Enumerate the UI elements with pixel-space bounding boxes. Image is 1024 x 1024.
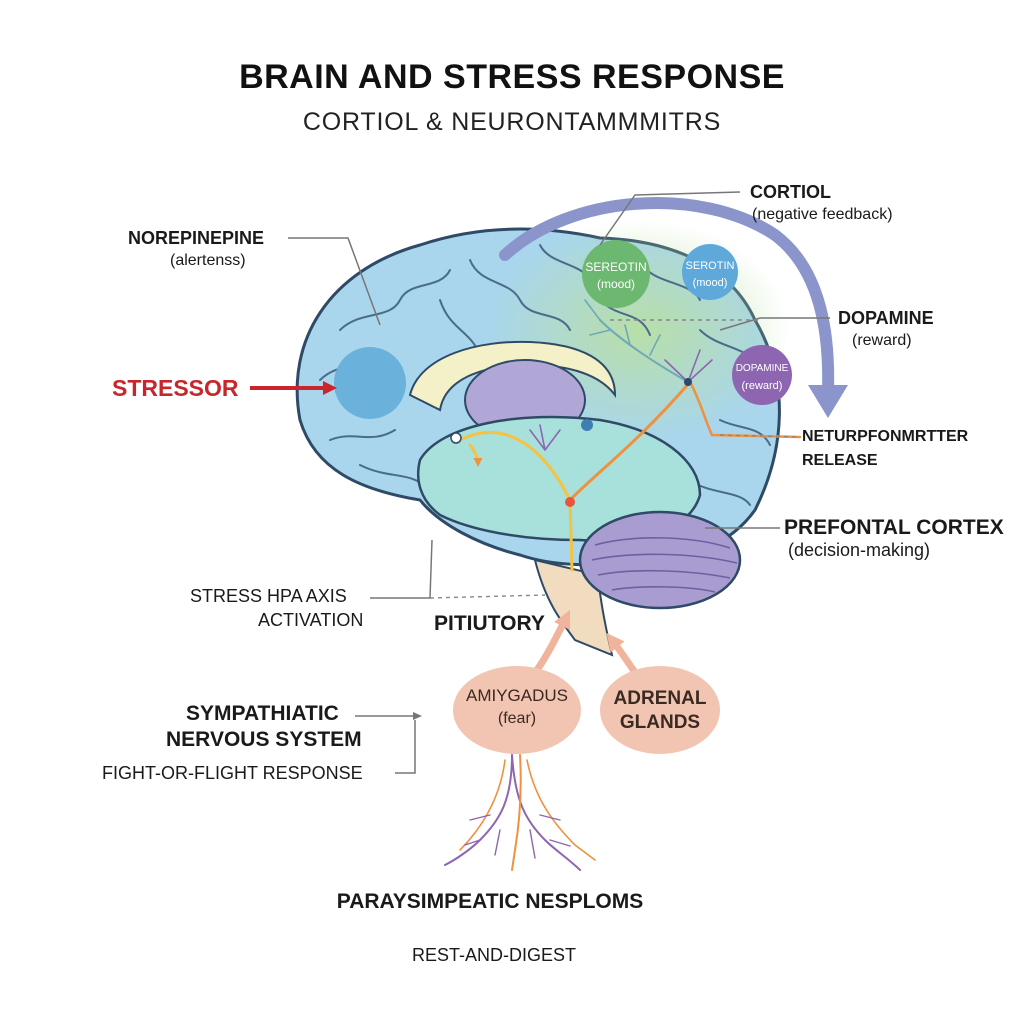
hpa-axis-label-line2: ACTIVATION	[258, 610, 364, 630]
adrenal-note: GLANDS	[619, 712, 701, 733]
amygdala-name: AMIYGADUS	[465, 686, 569, 705]
neuron-node-thalamus	[450, 432, 462, 444]
amygdala-note: (fear)	[497, 710, 537, 727]
cortisol-feedback-arrowhead	[808, 385, 848, 418]
serotonin-2-note: (mood)	[692, 277, 728, 289]
neural-pathways	[458, 299, 802, 572]
rest-and-digest-label: REST-AND-DIGEST	[411, 945, 576, 965]
amygdala-node	[453, 666, 581, 754]
hpa-axis-label-line1: STRESS HPA AXIS	[190, 586, 347, 606]
sympathetic-label-line2: NERVOUS SYSTEM	[166, 728, 362, 751]
cerebellum	[578, 510, 742, 610]
dopamine-node-note: (reward)	[741, 380, 783, 392]
nt-release-label-line1: NETURPFONMRTTER	[802, 428, 969, 445]
parasympathetic-label: PARAYSIMPEATIC NESPLOMS	[336, 890, 644, 913]
cortisol-label: CORTIOL	[750, 182, 831, 202]
diagram-subtitle: CORTIOL & NEURONTAMMMITRS	[302, 108, 722, 136]
neuron-node-dopamine	[684, 378, 692, 386]
leader-lines	[288, 191, 830, 774]
serotonin-node-2	[682, 244, 738, 300]
dopamine-label: DOPAMINE	[838, 308, 934, 328]
nt-release-label-line2: RELEASE	[802, 452, 878, 469]
nerve-roots	[444, 754, 596, 871]
adrenal-name: ADRENAL	[613, 688, 707, 709]
neuron-node-hypothalamus	[565, 497, 575, 507]
dopamine-note: (reward)	[852, 332, 912, 349]
serotonin-1-note: (mood)	[596, 277, 635, 291]
dopamine-node	[732, 345, 792, 405]
cortisol-note: (negative feedback)	[752, 206, 893, 223]
cerebellum-folia	[591, 537, 738, 593]
stressor-label: STRESSOR	[112, 375, 239, 401]
prefrontal-cortex-note: (decision-making)	[788, 540, 931, 560]
dashed-guides	[429, 319, 801, 599]
dopamine-node-name: DOPAMINE	[735, 363, 789, 374]
serotonin-node-1	[582, 240, 650, 308]
norepinephrine-label: NOREPINEPINE	[128, 228, 265, 248]
adrenal-node	[600, 666, 720, 754]
norepinephrine-note: (alertenss)	[170, 252, 246, 269]
sympathetic-label-line1: SYMPATHIATIC	[186, 702, 339, 725]
fight-or-flight-label: FIGHT-OR-FLIGHT RESPONSE	[102, 763, 363, 783]
diagram-title: BRAIN AND STRESS RESPONSE	[239, 58, 785, 96]
serotonin-1-name: SEREOTIN	[585, 260, 647, 274]
cortisol-feedback-arrow	[499, 197, 835, 396]
prefrontal-cortex-label: PREFONTAL CORTEX	[784, 516, 1004, 539]
pituitary-label: PITIUTORY	[434, 612, 545, 635]
serotonin-2-name: SEROTIN	[685, 260, 735, 272]
neuron-node-temporal	[581, 419, 593, 431]
sensory-region-spot	[334, 347, 406, 419]
